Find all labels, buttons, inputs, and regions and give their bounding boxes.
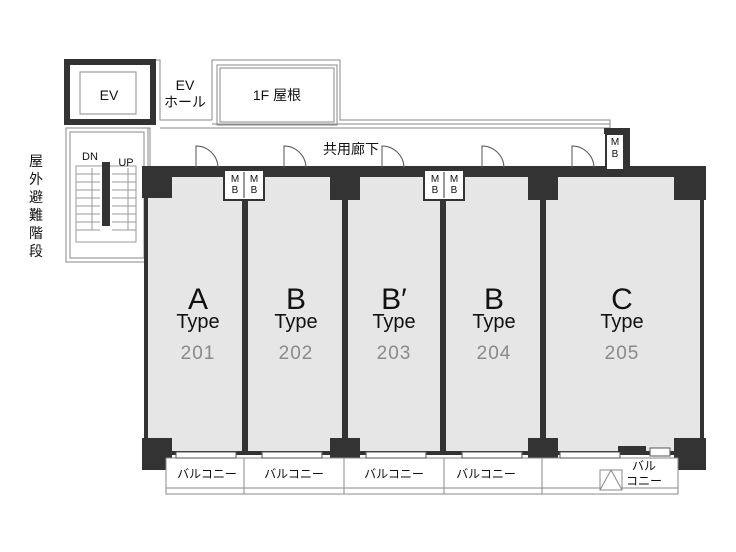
- ev-hall-label-1: EV: [175, 77, 195, 93]
- ev-label: EV: [99, 87, 119, 103]
- balcony-label: バルコニー: [364, 467, 424, 481]
- mb-label-m: M: [430, 174, 440, 185]
- unit-type-label: A: [187, 283, 208, 316]
- mb-label-b: B: [231, 185, 239, 196]
- unit-type-word: Type: [176, 311, 220, 333]
- unit-type-word: Type: [472, 311, 516, 333]
- balcony-label: コニー: [625, 474, 662, 488]
- unit-number: 202: [278, 343, 314, 364]
- balcony-windows: [175, 447, 671, 459]
- balcony-wall: [618, 446, 646, 452]
- mb-label-b: B: [450, 185, 458, 196]
- unit-rooms: [144, 173, 704, 455]
- unit-type-label: C: [611, 283, 633, 316]
- mb-label-m: M: [249, 174, 259, 185]
- unit-type-word: Type: [274, 311, 318, 333]
- corridor-label: 共用廊下: [323, 141, 379, 157]
- mb-label-b: B: [250, 185, 258, 196]
- unit-type-label: B′: [381, 283, 407, 316]
- stair-core-wall: [102, 162, 110, 226]
- escape-stairs-label: 屋外避難階段: [29, 153, 43, 259]
- mb-label-b: B: [431, 185, 439, 196]
- balcony-label: バルコニー: [456, 467, 516, 481]
- balconies: [165, 457, 679, 495]
- stairs: [75, 165, 137, 243]
- unit-number: 201: [180, 343, 216, 364]
- elevator-shaft: [64, 59, 156, 125]
- unit-type-label: B: [285, 283, 306, 316]
- unit-type-word: Type: [600, 311, 644, 333]
- balcony-label: バルコニー: [264, 467, 324, 481]
- mb-label-m: M: [449, 174, 459, 185]
- doors: [195, 145, 595, 169]
- mb-label-m: M: [230, 174, 240, 185]
- stairs-up-label: UP: [118, 157, 134, 169]
- pillars: [142, 166, 706, 470]
- unit-type-word: Type: [372, 311, 416, 333]
- balcony-label: バルコニー: [177, 467, 237, 481]
- unit-number: 204: [476, 343, 512, 364]
- unit-type-label: B: [483, 283, 504, 316]
- mb-label-m: M: [610, 137, 620, 148]
- unit-number: 205: [604, 343, 640, 364]
- balcony-label: バル: [631, 459, 656, 473]
- stairs-dn-label: DN: [82, 151, 98, 163]
- ev-hall-label-2: ホール: [164, 94, 206, 110]
- roof-label: 1F 屋根: [252, 87, 302, 103]
- mb-label-b: B: [611, 149, 619, 160]
- unit-number: 203: [376, 343, 412, 364]
